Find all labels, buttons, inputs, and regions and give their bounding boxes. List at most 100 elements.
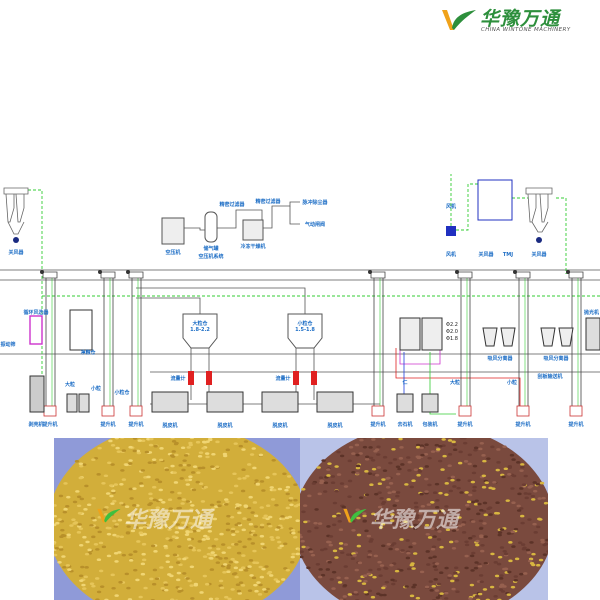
grain (177, 506, 182, 510)
grain (189, 438, 195, 440)
grain (388, 482, 394, 485)
grain (540, 538, 545, 542)
grain (277, 540, 282, 544)
grain (414, 505, 419, 509)
grain (413, 527, 418, 530)
grain (167, 498, 173, 501)
grain (374, 473, 380, 477)
grain (138, 531, 144, 535)
grain (508, 541, 513, 544)
grain (240, 584, 246, 587)
grain (488, 486, 493, 490)
grain (259, 525, 265, 529)
grain (197, 454, 203, 458)
grain (503, 552, 509, 556)
grain (63, 507, 68, 511)
grain (147, 461, 153, 464)
grain (462, 441, 468, 445)
grain (180, 502, 185, 505)
grain (280, 515, 285, 518)
grain (506, 532, 512, 535)
grain (464, 543, 470, 547)
grain (293, 504, 299, 508)
grain (477, 502, 482, 506)
grain (369, 538, 374, 541)
grain (313, 521, 318, 525)
airlock-icon (13, 237, 19, 243)
grain (196, 549, 202, 552)
grain (315, 563, 321, 566)
grain (79, 497, 85, 501)
grain (450, 579, 455, 583)
grain (444, 482, 449, 485)
grain (225, 522, 231, 526)
grain (200, 500, 206, 503)
grain (111, 586, 116, 590)
grain (163, 583, 169, 587)
grain (336, 473, 342, 476)
grain (455, 590, 460, 594)
grain (468, 536, 473, 540)
grain (57, 518, 62, 521)
elevator-label: 提升机 (457, 421, 472, 428)
grain (427, 483, 432, 487)
grain (146, 508, 152, 512)
grain (471, 551, 476, 555)
elevator-label: 提升机 (568, 421, 583, 428)
grain (436, 538, 442, 541)
grain (326, 474, 331, 477)
grain (91, 496, 96, 500)
grain (226, 564, 231, 567)
grain (483, 535, 488, 538)
grain (305, 546, 310, 549)
grain (537, 517, 542, 521)
grain (226, 570, 231, 574)
grain (106, 554, 112, 558)
elevator-boot (458, 405, 472, 417)
grain (368, 568, 373, 572)
grain (149, 438, 154, 441)
grain (516, 504, 521, 508)
grain (509, 453, 515, 457)
grain (248, 522, 254, 526)
grain (451, 440, 456, 444)
grain (457, 524, 463, 528)
aspiration-separator (29, 315, 43, 345)
elevator-head (568, 271, 584, 279)
grain (290, 555, 295, 559)
grain (188, 530, 194, 533)
grain (377, 560, 382, 564)
grain (387, 516, 392, 520)
grain (198, 521, 203, 525)
grain (178, 563, 183, 567)
grain (336, 576, 341, 580)
grain (362, 574, 368, 578)
logo-english-name: CHINA WINTONE MACHINERY (481, 27, 571, 33)
grain (413, 501, 419, 505)
separator-label: 循环风选器 (23, 309, 49, 316)
grain (442, 454, 447, 458)
grain (253, 583, 258, 587)
grain (218, 489, 223, 493)
bucket-elevator (460, 273, 471, 415)
grain (490, 552, 495, 556)
grain (135, 504, 140, 507)
grain (113, 551, 119, 555)
grain (427, 510, 433, 513)
grain (511, 545, 516, 548)
grain (54, 504, 57, 507)
huller-machine (29, 375, 45, 413)
grain (383, 566, 388, 570)
grain (144, 450, 150, 454)
elevator-boot (129, 405, 143, 417)
grain (54, 523, 57, 527)
grain (54, 514, 57, 518)
grain (334, 556, 339, 559)
grain (363, 579, 368, 583)
big-label: 大粒 (450, 379, 460, 386)
air-duct (456, 183, 478, 231)
grain (397, 467, 402, 471)
grain (334, 465, 339, 468)
air-pipe (184, 227, 205, 231)
grain (151, 458, 157, 461)
